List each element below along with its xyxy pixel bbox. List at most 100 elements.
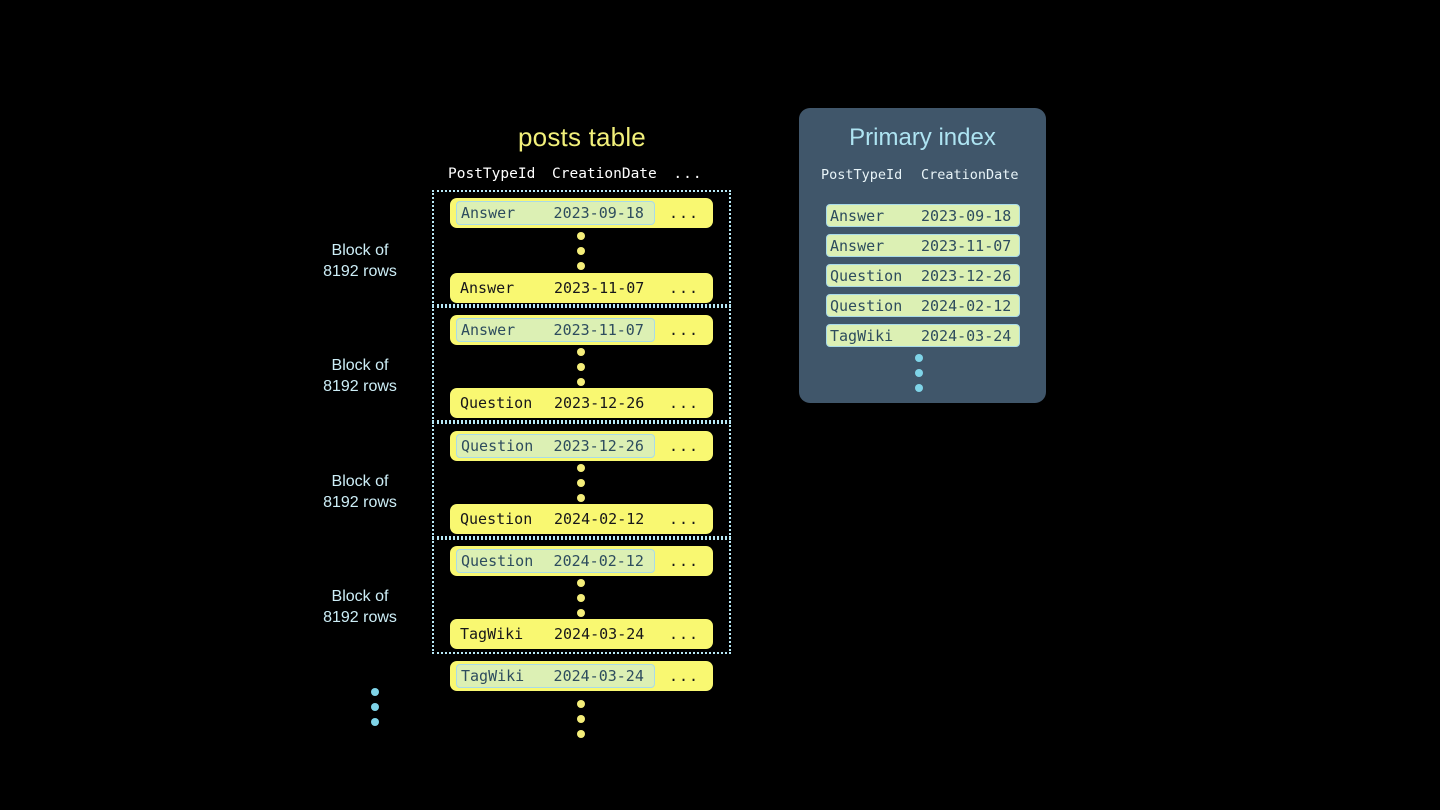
index-row[interactable]: Question 2024-02-12 <box>826 294 1020 317</box>
dot <box>371 703 379 711</box>
index-row[interactable]: Question 2023-12-26 <box>826 264 1020 287</box>
table-row[interactable]: Answer 2023-11-07 ... <box>450 315 713 345</box>
rows-ellipsis-dots <box>577 232 585 270</box>
row-ellipsis: ... <box>668 437 700 455</box>
row-ellipsis: ... <box>668 204 700 222</box>
dot <box>577 247 585 255</box>
row-creation-date: 2024-02-12 <box>554 510 645 528</box>
dot <box>577 579 585 587</box>
primary-index-title: Primary index <box>849 124 996 151</box>
table-row[interactable]: Question 2023-12-26 ... <box>450 431 713 461</box>
primary-index-panel: Primary index PostTypeId CreationDate An… <box>799 108 1046 403</box>
dot <box>577 262 585 270</box>
dot <box>577 609 585 617</box>
block-3-label: Block of 8192 rows <box>300 471 420 513</box>
dot <box>577 348 585 356</box>
block-4 <box>432 538 731 654</box>
dot <box>577 232 585 240</box>
block-3-label-line1: Block of <box>331 473 389 490</box>
rows-ellipsis-dots <box>577 348 585 386</box>
row-creation-date: 2024-03-24 <box>554 625 645 643</box>
block-1-label-line1: Block of <box>331 242 389 259</box>
block-1-label: Block of 8192 rows <box>300 240 420 282</box>
block-4-label: Block of 8192 rows <box>300 586 420 628</box>
index-row-post-type-id: Question <box>830 266 903 285</box>
index-row-creation-date: 2023-12-26 <box>921 266 1012 285</box>
row-creation-date: 2023-11-07 <box>553 321 644 339</box>
table-continues-dots <box>577 700 585 738</box>
index-row-post-type-id: Answer <box>830 206 885 225</box>
index-row[interactable]: Answer 2023-09-18 <box>826 204 1020 227</box>
index-row-creation-date: 2024-03-24 <box>921 326 1012 345</box>
dot <box>371 718 379 726</box>
index-row-creation-date: 2024-02-12 <box>921 296 1012 315</box>
row-post-type-id: Question <box>461 552 534 570</box>
row-ellipsis: ... <box>668 279 700 297</box>
block-4-label-line1: Block of <box>331 588 389 605</box>
block-1-label-line2: 8192 rows <box>323 263 397 280</box>
dot <box>577 594 585 602</box>
block-3-label-line2: 8192 rows <box>323 494 397 511</box>
block-1 <box>432 190 731 306</box>
block-4-label-line2: 8192 rows <box>323 609 397 626</box>
block-2-label-line2: 8192 rows <box>323 378 397 395</box>
table-row[interactable]: Question 2023-12-26 ... <box>450 388 713 418</box>
row-ellipsis: ... <box>668 625 700 643</box>
dot <box>577 730 585 738</box>
row-ellipsis: ... <box>668 394 700 412</box>
row-creation-date: 2024-02-12 <box>553 552 644 570</box>
table-row[interactable]: Question 2024-02-12 ... <box>450 504 713 534</box>
column-header-ellipsis: ... <box>673 166 703 182</box>
dot <box>371 688 379 696</box>
table-row[interactable]: Answer 2023-09-18 ... <box>450 198 713 228</box>
rows-ellipsis-dots <box>577 464 585 502</box>
dot <box>915 354 923 362</box>
row-post-type-id: Answer <box>461 321 516 339</box>
index-row-creation-date: 2023-09-18 <box>921 206 1012 225</box>
index-row[interactable]: TagWiki 2024-03-24 <box>826 324 1020 347</box>
column-header-posttypeid: PostTypeId <box>821 167 903 183</box>
table-row[interactable]: TagWiki 2024-03-24 ... <box>450 661 713 691</box>
dot <box>577 700 585 708</box>
block-3 <box>432 422 731 538</box>
posts-table-title: posts table <box>518 122 646 152</box>
row-creation-date: 2023-09-18 <box>553 204 644 222</box>
index-row-post-type-id: TagWiki <box>830 326 894 345</box>
table-row[interactable]: Question 2024-02-12 ... <box>450 546 713 576</box>
dot <box>577 715 585 723</box>
row-creation-date: 2024-03-24 <box>553 667 644 685</box>
dot <box>577 479 585 487</box>
index-row-post-type-id: Question <box>830 296 903 315</box>
row-post-type-id: Answer <box>460 279 515 297</box>
dot <box>577 494 585 502</box>
dot <box>915 384 923 392</box>
row-post-type-id: Question <box>460 394 533 412</box>
table-row[interactable]: TagWiki 2024-03-24 ... <box>450 619 713 649</box>
blocks-continue-dots <box>371 688 379 726</box>
block-2 <box>432 306 731 422</box>
index-continues-dots <box>915 354 923 392</box>
rows-ellipsis-dots <box>577 579 585 617</box>
row-post-type-id: TagWiki <box>461 667 525 685</box>
block-2-label-line1: Block of <box>331 357 389 374</box>
row-creation-date: 2023-12-26 <box>553 437 644 455</box>
dot <box>577 464 585 472</box>
column-header-posttypeid: PostTypeId <box>448 166 536 182</box>
row-ellipsis: ... <box>668 321 700 339</box>
column-header-creationdate: CreationDate <box>552 166 657 182</box>
row-ellipsis: ... <box>668 510 700 528</box>
primary-index-column-headers: PostTypeId CreationDate <box>821 167 1026 183</box>
row-post-type-id: TagWiki <box>460 625 524 643</box>
row-ellipsis: ... <box>668 552 700 570</box>
posts-table-column-headers: PostTypeId CreationDate ... <box>448 166 714 182</box>
dot <box>577 363 585 371</box>
block-2-label: Block of 8192 rows <box>300 355 420 397</box>
row-creation-date: 2023-11-07 <box>554 279 645 297</box>
row-post-type-id: Question <box>460 510 533 528</box>
dot <box>915 369 923 377</box>
column-header-creationdate: CreationDate <box>921 167 1019 183</box>
dot <box>577 378 585 386</box>
row-creation-date: 2023-12-26 <box>554 394 645 412</box>
index-row[interactable]: Answer 2023-11-07 <box>826 234 1020 257</box>
table-row[interactable]: Answer 2023-11-07 ... <box>450 273 713 303</box>
